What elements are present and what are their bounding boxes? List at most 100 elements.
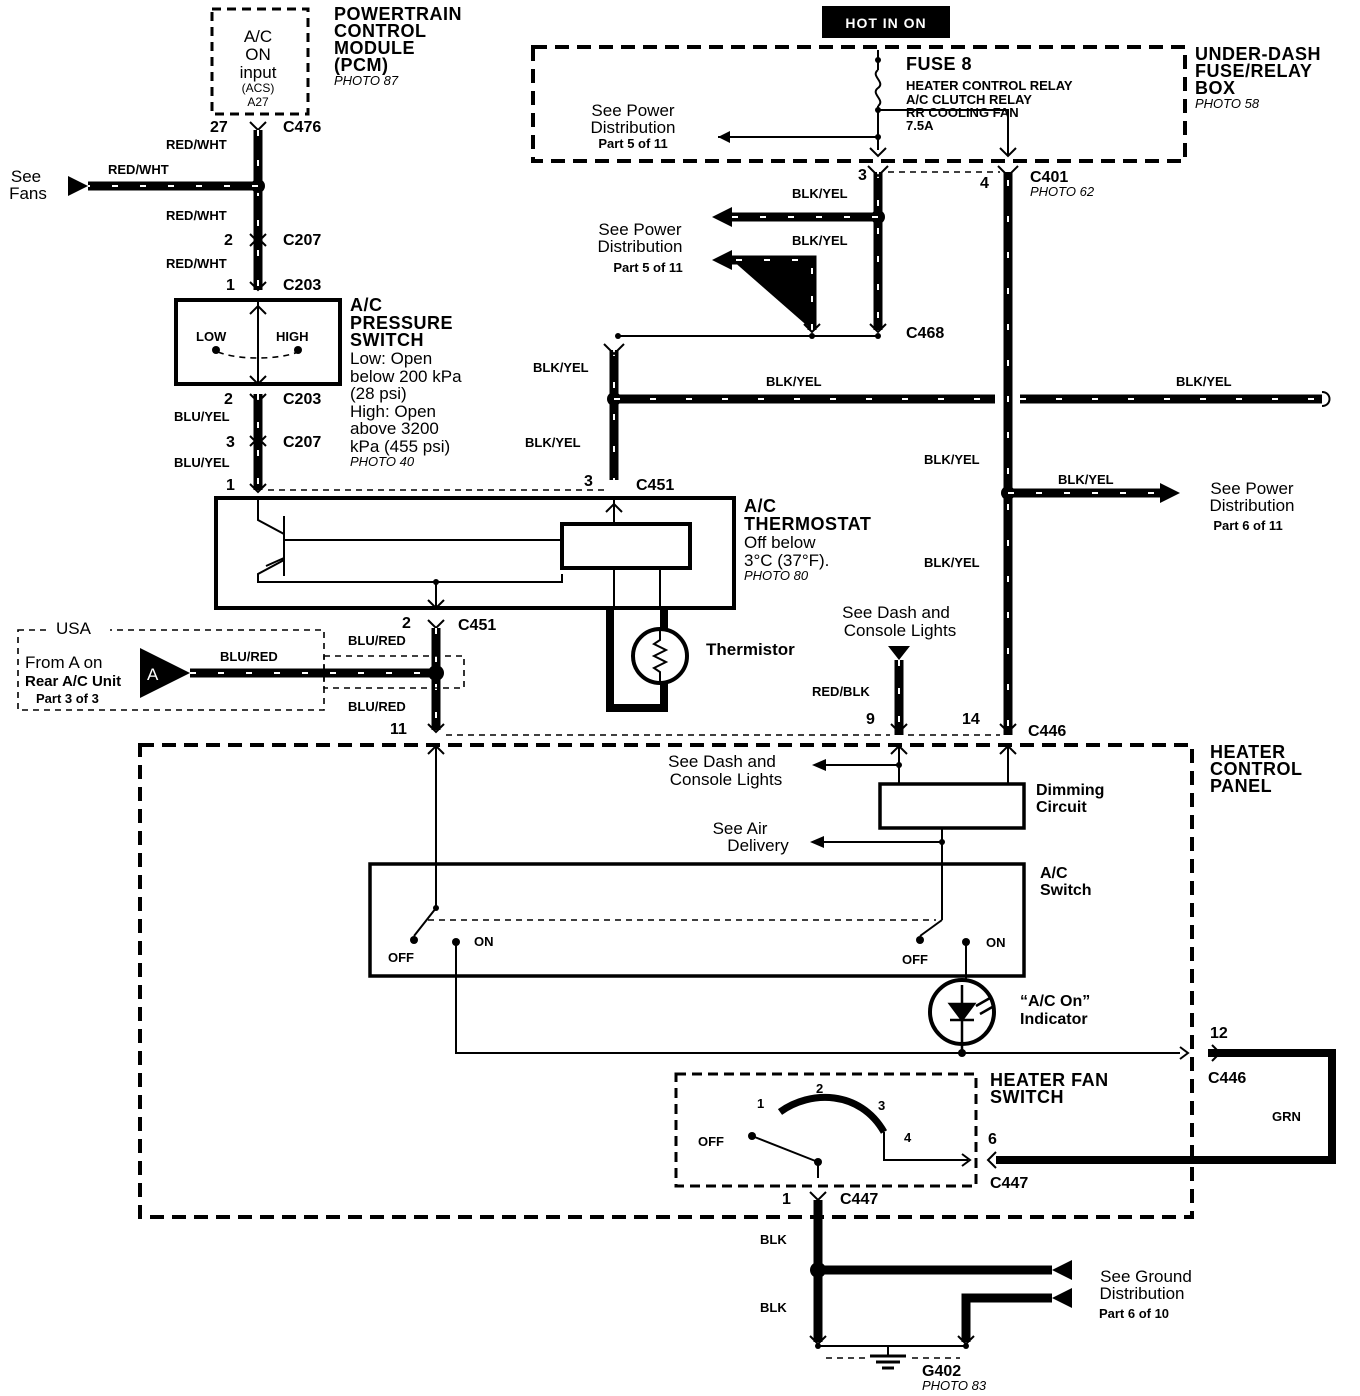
svg-text:POWERTRAIN: POWERTRAIN	[334, 4, 462, 24]
wire-label-red-wht-3: RED/WHT	[166, 256, 227, 271]
svg-text:“A/C On”: “A/C On”	[1020, 993, 1090, 1010]
heater-fan-switch-title: HEATER FAN SWITCH	[990, 1070, 1108, 1107]
c451-pin-3: 3	[584, 473, 593, 490]
svg-text:BOX: BOX	[1195, 78, 1236, 98]
c451-pin-1: 1	[226, 477, 235, 494]
c401-pin-3: 3	[858, 167, 867, 184]
c476-label: C476	[283, 119, 321, 136]
c401-label: C401	[1030, 169, 1068, 186]
svg-text:Rear A/C Unit: Rear A/C Unit	[25, 673, 121, 690]
wire-label-blu-red-1: BLU/RED	[348, 633, 406, 648]
svg-text:Switch: Switch	[1040, 882, 1092, 899]
wire-label-red-blk: RED/BLK	[812, 684, 870, 699]
ac-switch-on-right: ON	[986, 935, 1006, 950]
connector-a-symbol	[140, 648, 190, 698]
fan-switch-off: OFF	[698, 1134, 724, 1149]
svg-text:Delivery: Delivery	[727, 836, 789, 855]
dash-lights-ref-top: See Dash and Console Lights	[842, 603, 956, 640]
svg-text:PHOTO 40: PHOTO 40	[350, 454, 415, 469]
air-delivery-ref: See Air Delivery	[713, 819, 790, 855]
svg-text:Distribution: Distribution	[597, 237, 682, 256]
svg-text:MODULE: MODULE	[334, 38, 415, 58]
thermistor-label: Thermistor	[706, 640, 795, 659]
heater-fan-switch[interactable]	[674, 1072, 978, 1188]
ac-switch[interactable]	[368, 862, 1026, 978]
heater-panel-title: HEATER CONTROL PANEL	[1210, 742, 1302, 796]
c476-pin-27: 27	[210, 119, 228, 136]
svg-text:PRESSURE: PRESSURE	[350, 313, 453, 333]
pressure-switch-title: A/C PRESSURE SWITCH	[350, 295, 453, 350]
c446-label-right: C446	[1208, 1070, 1246, 1087]
c203-pin-2: 2	[224, 391, 233, 408]
svg-text:input: input	[240, 63, 277, 82]
fan-switch-pos-1: 1	[757, 1096, 764, 1111]
svg-text:Console Lights: Console Lights	[670, 770, 782, 789]
hot-in-on-badge	[822, 6, 950, 38]
pressure-switch-high: HIGH	[276, 329, 309, 344]
c447-label-bottom: C447	[840, 1191, 878, 1208]
svg-text:Low: Open: Low: Open	[350, 349, 432, 368]
svg-text:PANEL: PANEL	[1210, 776, 1272, 796]
fuse-box-title: UNDER-DASH FUSE/RELAY BOX PHOTO 58	[1195, 44, 1321, 111]
wire-label-blk-1: BLK	[760, 1232, 787, 1247]
dimming-circuit-label: Dimming Circuit	[1036, 782, 1104, 816]
svg-text:kPa (455 psi): kPa (455 psi)	[350, 437, 450, 456]
dimming-circuit	[878, 782, 1026, 830]
pressure-switch-low: LOW	[196, 329, 227, 344]
fuse-8-label: FUSE 8	[906, 54, 972, 74]
svg-text:Part 5 of 11: Part 5 of 11	[598, 136, 667, 151]
wire-label-blk-yel-7: BLK/YEL	[924, 452, 980, 467]
c207-pin-2: 2	[224, 232, 233, 249]
svg-text:Dimming: Dimming	[1036, 782, 1104, 799]
rear-ac-ref: From A on Rear A/C Unit Part 3 of 3	[25, 653, 121, 706]
svg-text:Part 5 of 11: Part 5 of 11	[613, 260, 682, 275]
svg-text:Indicator: Indicator	[1020, 1011, 1088, 1028]
svg-text:ON: ON	[245, 45, 271, 64]
svg-text:From A on: From A on	[25, 653, 102, 672]
svg-text:7.5A: 7.5A	[906, 118, 934, 133]
wire-label-blk-yel-1: BLK/YEL	[792, 186, 848, 201]
svg-text:PHOTO 80: PHOTO 80	[744, 568, 809, 583]
c203-label-bottom: C203	[283, 391, 321, 408]
c446-pin-12: 12	[1210, 1025, 1228, 1042]
svg-text:A/C: A/C	[350, 295, 383, 315]
thermostat-title: A/C THERMOSTAT Off below 3°C (37°F). PHO…	[744, 496, 871, 583]
fan-switch-contact-arc	[777, 1093, 888, 1134]
svg-text:A27: A27	[247, 95, 269, 109]
c468-label: C468	[906, 325, 944, 342]
svg-text:below 200 kPa: below 200 kPa	[350, 367, 462, 386]
ground-g402-photo: PHOTO 83	[922, 1378, 987, 1393]
svg-text:PHOTO 58: PHOTO 58	[1195, 96, 1260, 111]
c203-pin-1: 1	[226, 277, 235, 294]
svg-text:(ACS): (ACS)	[242, 81, 275, 95]
wire-label-red-wht-1: RED/WHT	[166, 137, 227, 152]
see-fans-ref: See Fans	[9, 167, 47, 203]
ac-switch-off-left: OFF	[388, 950, 414, 965]
ac-switch-on-left: ON	[474, 934, 494, 949]
wire-label-red-wht-2: RED/WHT	[166, 208, 227, 223]
fan-switch-pos-3: 3	[878, 1098, 885, 1113]
c401-pin-4: 4	[980, 175, 989, 192]
c401-photo: PHOTO 62	[1030, 184, 1095, 199]
wire-label-blk-yel-5: BLK/YEL	[766, 374, 822, 389]
svg-text:Console Lights: Console Lights	[844, 621, 956, 640]
svg-text:See Dash and: See Dash and	[842, 603, 950, 622]
svg-text:THERMOSTAT: THERMOSTAT	[744, 514, 871, 534]
c451-label-top: C451	[636, 477, 674, 494]
svg-text:(28 psi): (28 psi)	[350, 384, 407, 403]
svg-text:See Ground: See Ground	[1100, 1267, 1192, 1286]
wire-label-red-wht-fans: RED/WHT	[108, 162, 169, 177]
wire-label-blu-yel-1: BLU/YEL	[174, 409, 230, 424]
svg-text:A/C: A/C	[244, 27, 272, 46]
pcm-box	[210, 7, 310, 116]
svg-text:A/C: A/C	[744, 496, 777, 516]
svg-text:Circuit: Circuit	[1036, 799, 1087, 816]
c207-pin-3: 3	[226, 434, 235, 451]
c447-pin-6: 6	[988, 1131, 997, 1148]
c446-pin-9: 9	[866, 711, 875, 728]
svg-text:See Dash and: See Dash and	[668, 752, 776, 771]
svg-text:See Power: See Power	[1210, 479, 1293, 498]
svg-text:Off below: Off below	[744, 533, 816, 552]
wire-label-blk-2: BLK	[760, 1300, 787, 1315]
